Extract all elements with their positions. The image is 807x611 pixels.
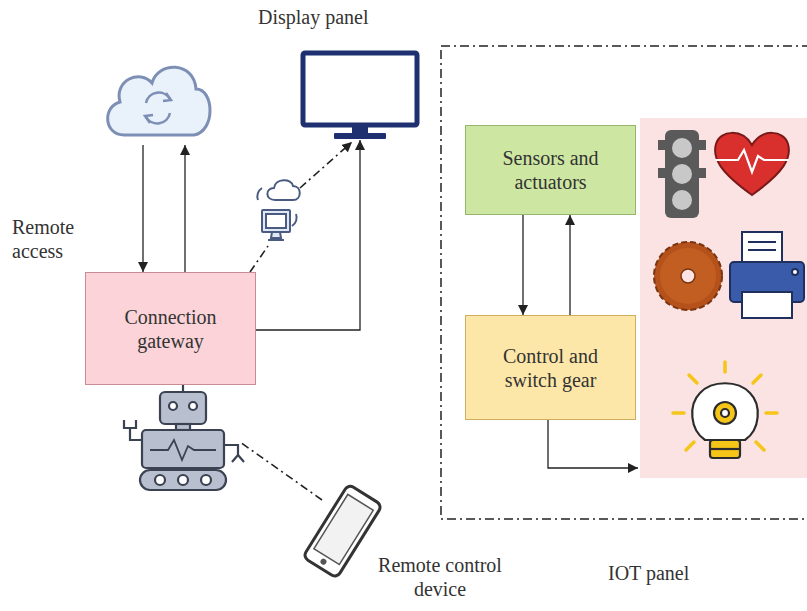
node-text: Remote control device <box>360 553 520 601</box>
dashed-region <box>440 45 807 520</box>
node-text: Remote access <box>12 215 97 263</box>
connector-arrow <box>142 145 143 272</box>
label-holder: Display panel <box>258 5 478 29</box>
label-holder: Remote control device <box>360 553 520 601</box>
saw-blade-icon <box>654 242 722 310</box>
printer-icon <box>730 232 804 318</box>
label-holder: Remote access <box>12 215 97 263</box>
iot-region: IOT panelSensors and actuatorsControl an… <box>440 45 807 520</box>
computer-cloud-icon <box>257 180 299 240</box>
display-panel: Display panel <box>300 50 420 140</box>
phone-node-shape <box>300 485 385 580</box>
label-holder: IOT panel <box>608 561 738 585</box>
cloud-node-shape <box>100 55 215 145</box>
connector-arrow <box>184 145 185 272</box>
node-text: Connection gateway <box>96 305 245 353</box>
node-text: Sensors and actuators <box>476 146 625 194</box>
traffic-light-icon <box>658 130 706 218</box>
wireless-link <box>250 246 268 272</box>
process-box: Control and switch gear <box>465 315 636 420</box>
phone-node: Remote control device <box>300 485 385 580</box>
node-text: IOT panel <box>608 561 738 585</box>
node-text: Display panel <box>258 5 478 29</box>
process-box: Sensors and actuators <box>465 125 636 215</box>
wireless-link <box>300 142 352 188</box>
connector-arrow <box>256 140 360 330</box>
device-panel <box>640 118 807 478</box>
light-bulb-icon <box>673 362 777 458</box>
robot-icon <box>124 377 244 490</box>
heart-icon <box>715 133 789 195</box>
gateway-box: Connection gateway <box>85 272 256 385</box>
display-panel-shape <box>300 50 420 140</box>
connector-arrow <box>569 215 570 315</box>
connector-arrow <box>522 215 523 315</box>
control-wire <box>548 420 638 468</box>
cloud-node: Remote access <box>100 55 215 145</box>
wireless-link <box>240 442 322 500</box>
node-text: Control and switch gear <box>476 344 625 392</box>
